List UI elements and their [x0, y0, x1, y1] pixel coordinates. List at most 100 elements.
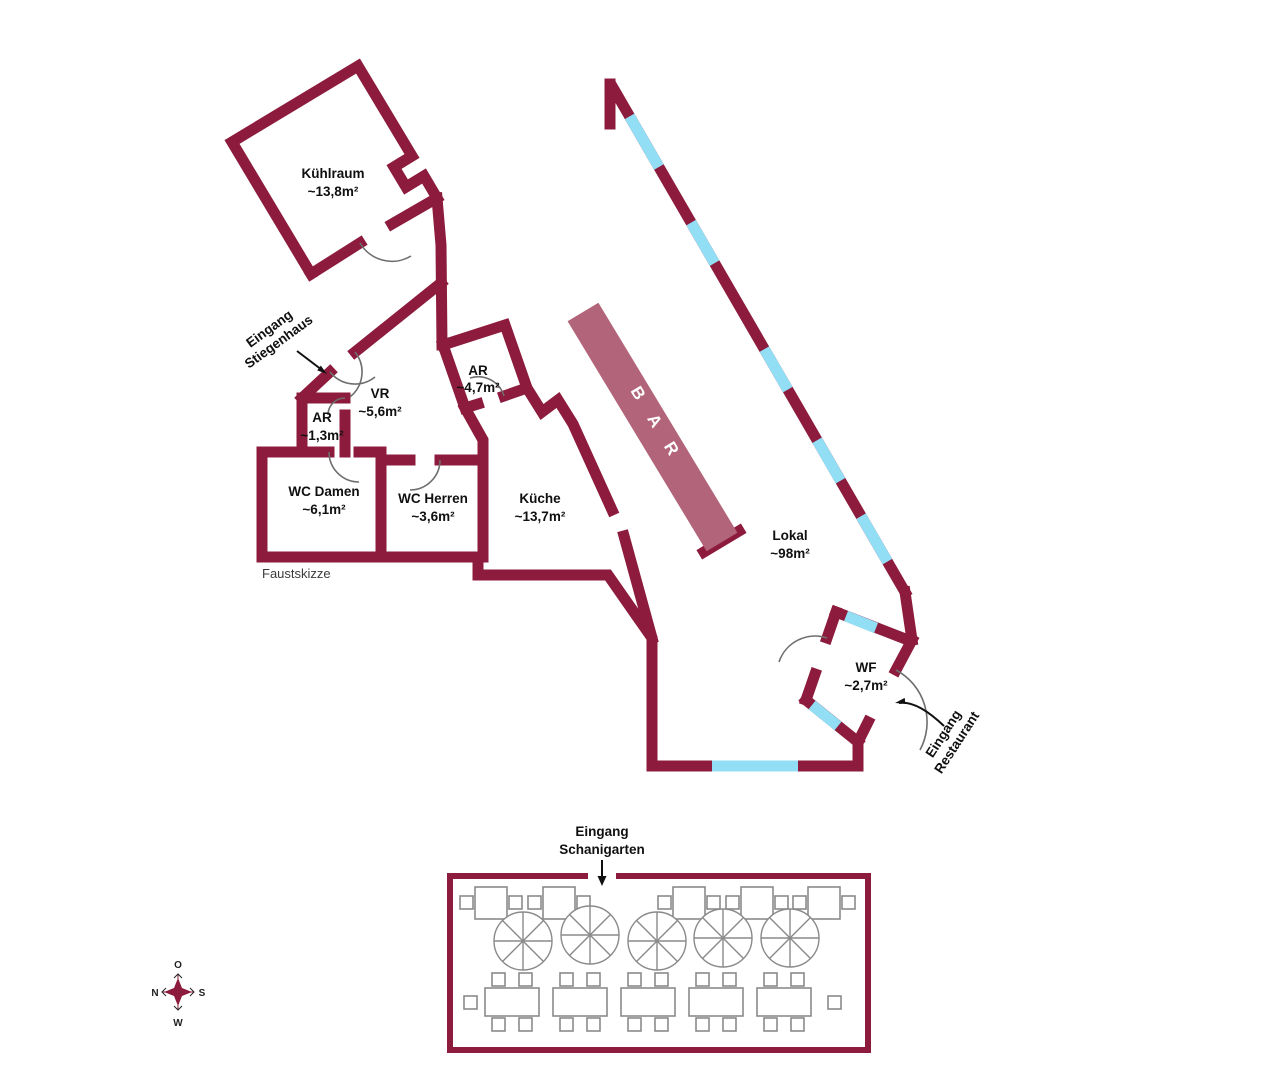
window-5 [856, 513, 893, 565]
compass-north-label: N [151, 988, 158, 999]
kuehlraum-wall [224, 58, 445, 282]
schanigarten-umbrellas [493, 905, 820, 971]
bar-counter: B A R [567, 302, 738, 552]
lokal-area: ~98m² [770, 546, 810, 561]
room-labels: Kühlraum ~13,8m² VR ~5,6m² AR ~4,7m² AR … [262, 166, 888, 693]
chair [654, 972, 669, 987]
umbrella [693, 908, 753, 968]
bar-shape [567, 302, 738, 552]
compass-east-label: O [174, 960, 182, 971]
stiegenhaus-wall [294, 364, 338, 406]
compass: O W N S [151, 960, 205, 1029]
schanigarten-label-1: Eingang [575, 824, 628, 839]
window-1 [624, 113, 664, 170]
kuehlraum-area: ~13,8m² [308, 184, 359, 199]
chair [827, 995, 842, 1010]
compass-south-label: S [199, 988, 206, 999]
entrance-restaurant: Eingang Restaurant [895, 697, 983, 776]
kueche-label: Küche [519, 491, 561, 506]
schanigarten-top-row [459, 886, 856, 920]
table [484, 987, 540, 1017]
entrance-stiegenhaus: Eingang Stiegenhaus [242, 307, 327, 374]
ar-gross-area: ~4,7m² [456, 380, 500, 395]
schanigarten-bottom-row [463, 972, 842, 1032]
chair [491, 1017, 506, 1032]
chair [459, 895, 474, 910]
chair [722, 972, 737, 987]
chair [763, 1017, 778, 1032]
compass-west-label: W [173, 1018, 183, 1029]
table [740, 886, 774, 920]
stiegenhaus-arrowhead [317, 365, 327, 374]
table [807, 886, 841, 920]
table [620, 987, 676, 1017]
chair [627, 1017, 642, 1032]
table [474, 886, 508, 920]
chair [790, 1017, 805, 1032]
ar-klein-door-arc [327, 397, 346, 416]
chair [841, 895, 856, 910]
table [756, 987, 812, 1017]
chair [559, 972, 574, 987]
chair [527, 895, 542, 910]
chair [627, 972, 642, 987]
restaurant-arrow [898, 701, 945, 727]
ar-gross-door-arc [469, 375, 505, 397]
compass-star [164, 978, 192, 1006]
windows [624, 113, 893, 772]
wf-area: ~2,7m² [844, 678, 888, 693]
chair [706, 895, 721, 910]
chair [559, 1017, 574, 1032]
chair [657, 895, 672, 910]
ar-gross-label: AR [468, 363, 488, 378]
wc-damen-area: ~6,1m² [302, 502, 346, 517]
ar-klein-wall [296, 392, 351, 458]
wf-window-top [843, 610, 879, 634]
window-2 [686, 219, 720, 266]
stiegenhaus-door-arc-2 [349, 351, 363, 398]
chair [695, 972, 710, 987]
compass-arrow-bottom [173, 1005, 183, 1011]
table [672, 886, 706, 920]
chair [491, 972, 506, 987]
kuehlraum-door-arc [359, 242, 412, 263]
chair [518, 1017, 533, 1032]
schanigarten-arrowhead [597, 876, 607, 886]
kuehlraum-label: Kühlraum [301, 166, 364, 181]
wc-herren-label: WC Herren [398, 491, 468, 506]
chair [586, 1017, 601, 1032]
chair [792, 895, 807, 910]
chair [725, 895, 740, 910]
wc-herren-area: ~3,6m² [411, 509, 455, 524]
chair [654, 1017, 669, 1032]
compass-arrow-top [173, 973, 183, 979]
chair [722, 1017, 737, 1032]
vr-label: VR [371, 386, 390, 401]
ar-gross-wall [436, 318, 535, 404]
stiegenhaus-door-arc [329, 371, 376, 385]
compass-arrow-left [161, 987, 167, 997]
stiegenhaus-wall-2 [347, 275, 449, 360]
kueche-divider-wall [519, 380, 620, 518]
entrance-schanigarten: Eingang Schanigarten [559, 824, 645, 886]
schanigarten [447, 873, 871, 1053]
lokal-label: Lokal [772, 528, 807, 543]
umbrella [560, 905, 620, 965]
kueche-divider-wall-2 [617, 529, 659, 645]
umbrella [760, 908, 820, 968]
restaurant-arrowhead [895, 697, 906, 704]
wf-window-bottom [808, 700, 842, 731]
wf-outer-door-arc [895, 669, 928, 751]
sketch-label: Faustskizze [262, 566, 331, 581]
chair [774, 895, 789, 910]
chair [518, 972, 533, 987]
ar-klein-area: ~1,3m² [300, 428, 344, 443]
chair [763, 972, 778, 987]
schanigarten-border [447, 873, 871, 1053]
chair [508, 895, 523, 910]
vr-area: ~5,6m² [358, 404, 402, 419]
chair [463, 995, 478, 1010]
compass-arrow-right [189, 987, 195, 997]
